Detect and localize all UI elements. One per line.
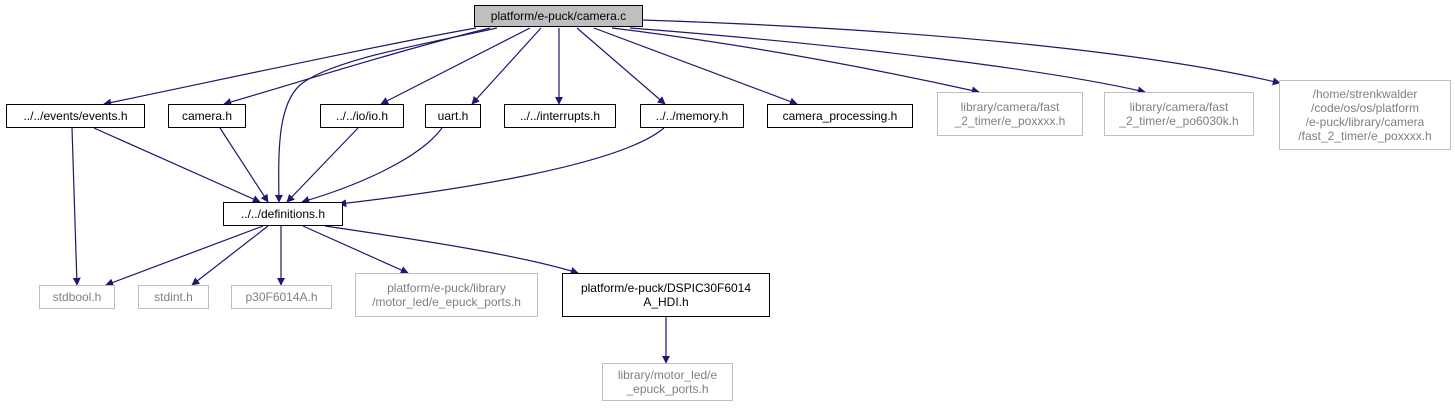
edge-events-to-stdbool <box>71 127 81 286</box>
node-e-po6030k-h: library/camera/fast _2_timer/e_po6030k.h <box>1104 92 1254 136</box>
node-definitions-h[interactable]: ../../definitions.h <box>223 202 343 226</box>
edge-memory-to-definitions <box>338 127 665 208</box>
node-io-h[interactable]: ../../io/io.h <box>320 104 404 128</box>
edge-definitions-to-dspic <box>324 225 579 275</box>
edge-io-to-definitions <box>286 127 359 203</box>
node-motor-led-ports-h: platform/e-puck/library /motor_led/e_epu… <box>355 273 538 317</box>
edge-root-to-uart <box>471 27 542 105</box>
node-memory-h[interactable]: ../../memory.h <box>640 104 744 128</box>
edge-root-to-po6030k <box>629 27 1146 95</box>
edge-uart-to-definitions <box>301 127 443 204</box>
node-stdbool-h: stdbool.h <box>39 285 115 309</box>
edge-definitions-to-motor_led_ports <box>302 225 409 274</box>
node-abs-e-poxxxx-h: /home/strenkwalder /code/os/os/platform … <box>1279 80 1451 150</box>
node-interrupts-h[interactable]: ../../interrupts.h <box>504 104 616 128</box>
edge-camera_h-to-definitions <box>219 127 269 203</box>
edge-root-to-events <box>103 27 477 107</box>
node-p30f6014a-h: p30F6014A.h <box>231 285 332 309</box>
node-uart-h[interactable]: uart.h <box>425 104 481 128</box>
edge-root-to-poxxxx_a <box>611 27 980 95</box>
node-camera-processing-h[interactable]: camera_processing.h <box>767 104 913 128</box>
node-camera-h[interactable]: camera.h <box>168 104 246 128</box>
edge-root-to-memory <box>576 27 666 105</box>
node-events-h[interactable]: ../../events/events.h <box>6 104 145 128</box>
node-e-poxxxx-h: library/camera/fast _2_timer/e_poxxxx.h <box>937 92 1083 136</box>
edge-definitions-to-stdint <box>191 225 269 286</box>
edge-events-to-definitions <box>93 127 261 203</box>
edge-root-to-poxxxx_b <box>641 19 1281 86</box>
edge-root-to-camera_processing <box>593 27 798 106</box>
edge-definitions-to-stdbool <box>105 225 264 287</box>
edge-root-to-definitions <box>274 27 498 203</box>
node-dspic-h[interactable]: platform/e-puck/DSPIC30F6014 A_HDI.h <box>562 273 770 317</box>
node-camera-c[interactable]: platform/e-puck/camera.c <box>474 5 643 27</box>
edge-root-to-camera_h <box>223 27 491 106</box>
node-stdint-h: stdint.h <box>138 285 209 309</box>
node-lib-motor-led-ports-h: library/motor_led/e _epuck_ports.h <box>602 363 733 401</box>
edge-root-to-io <box>380 27 531 105</box>
